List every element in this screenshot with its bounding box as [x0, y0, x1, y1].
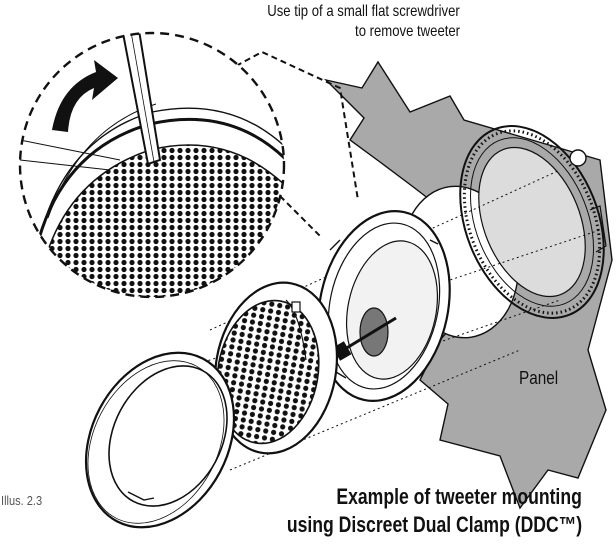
figure-number: Illus. 2.3 — [1, 493, 43, 508]
panel-cutout-flange — [459, 125, 607, 319]
screwdriver-detail-inset — [18, 31, 286, 299]
callout-text-line-1: Use tip of a small flat screwdriver — [267, 3, 460, 20]
callout-text-line-2: to remove tweeter — [354, 23, 460, 40]
panel-label: Panel — [519, 368, 559, 388]
caption-line-1: Example of tweeter mounting — [336, 484, 582, 509]
inset-leader-lines — [235, 50, 359, 237]
caption-line-2: using Discreet Dual Clamp (DDC™) — [286, 512, 582, 537]
curved-arrow-icon — [52, 60, 118, 132]
trim-ring — [84, 351, 236, 529]
tweeter-grille — [213, 281, 339, 455]
screwdriver-icon — [120, 33, 162, 166]
dual-clamp-cup — [317, 210, 451, 402]
